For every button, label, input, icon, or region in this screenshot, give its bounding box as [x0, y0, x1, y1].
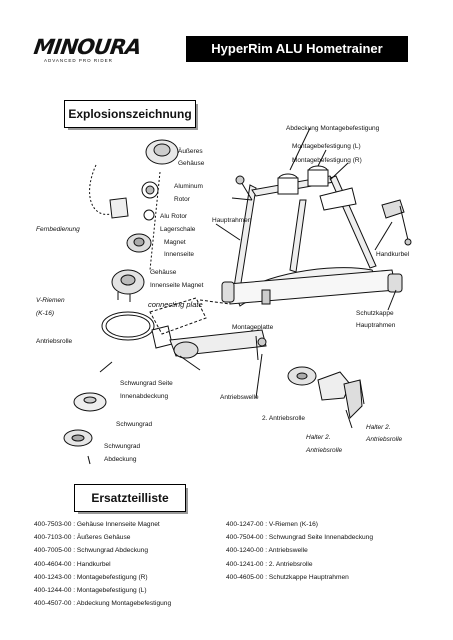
part-entry: 400-1241-00 : 2. Antriebsrolle: [226, 560, 313, 568]
parts-list-left: 400-7503-00 : Gehäuse Innenseite Magnet …: [34, 518, 171, 610]
exploded-diagram: [63, 127, 412, 465]
label-schwungrad-seite-line2: Innenabdeckung: [120, 393, 169, 400]
label-vriemen-line2: (K-16): [36, 310, 55, 317]
page-title: HyperRim ALU Hometrainer: [186, 36, 408, 62]
label-lagerschale-line2: Lagerschale: [160, 226, 196, 233]
label-abdeckung-montage: Abdeckung Montagebefestigung: [286, 125, 380, 132]
label-magnet-line2: Innenseite: [164, 251, 194, 258]
minoura-logo: MINOURA ADVANCED PRO RIDER: [32, 35, 154, 63]
label-schutzkappe-line1: Schutzkappe: [356, 310, 394, 317]
label-handkurbel: Handkurbel: [376, 251, 410, 258]
label-magnet-line1: Magnet: [164, 239, 186, 246]
label-montageplatte: Montageplatte: [232, 324, 274, 331]
part-entry: 400-1240-00 : Antriebswelle: [226, 547, 308, 555]
label-schwungrad-abdeckung-line1: Schwungrad: [104, 443, 141, 450]
label-antriebswelle: Antriebswelle: [220, 394, 259, 401]
part-entry: 400-7503-00 : Gehäuse Innenseite Magnet: [34, 521, 160, 528]
label-alu-rotor-line1: Aluminum: [174, 183, 203, 190]
label-antriebsrolle: Antriebsrolle: [36, 338, 73, 345]
part-entry: 400-4604-00 : Handkurbel: [34, 560, 111, 568]
part-entry: 400-7504-00 : Schwungrad Seite Innenabde…: [226, 534, 374, 542]
part-entry: 400-1243-00 : Montagebefestigung (R): [34, 573, 148, 581]
label-fernbedienung: Fernbedienung: [36, 226, 80, 233]
label-halter-b-line1: Halter 2.: [306, 434, 331, 441]
label-aeusseres-line1: Äußeres: [178, 148, 203, 155]
section-title-spare-parts: Ersatzteilliste: [74, 484, 186, 512]
part-entry: 400-1247-00 : V-Riemen (K-16): [226, 521, 318, 528]
label-halter-a-line2: Antriebsrolle: [366, 436, 403, 443]
label-schutzkappe-line2: Hauptrahmen: [356, 322, 396, 329]
part-entry: 400-7103-00 : Äußeres Gehäuse: [34, 534, 131, 542]
label-gehause-magnet-line1: Gehäuse: [150, 269, 177, 276]
label-schwungrad: Schwungrad: [116, 421, 153, 428]
label-zweite-antriebsrolle: 2. Antriebsrolle: [262, 415, 305, 422]
label-schwungrad-seite-line1: Schwungrad Seite: [120, 380, 173, 387]
label-halter-a-line1: Halter 2.: [366, 424, 391, 431]
part-entry: 400-7005-00 : Schwungrad Abdeckung: [34, 547, 149, 555]
label-lagerschale-line1: Alu Rotor: [160, 213, 188, 220]
part-entry: 400-1244-00 : Montagebefestigung (L): [34, 587, 147, 595]
label-halter-b-line2: Antriebsrolle: [306, 447, 343, 454]
logo-tagline: ADVANCED PRO RIDER: [44, 58, 113, 63]
label-montage-r: Montagebefestigung (R): [292, 157, 362, 164]
parts-list-right: 400-1247-00 : V-Riemen (K-16) 400-7504-0…: [226, 518, 373, 584]
label-hauptrahmen: Hauptrahmen: [212, 217, 252, 224]
label-vriemen-line1: V-Riemen: [36, 297, 65, 304]
label-connecting-plate: connecting plate: [148, 300, 203, 309]
part-entry: 400-4507-00 : Abdeckung Montagebefestigu…: [34, 600, 172, 608]
label-gehause-magnet-line2: Innenseite Magnet: [150, 282, 204, 289]
label-schwungrad-abdeckung-line2: Abdeckung: [104, 456, 137, 463]
label-aeusseres-line2: Gehäuse: [178, 160, 205, 167]
label-montage-l: Montagebefestigung (L): [292, 143, 361, 150]
part-entry: 400-4605-00 : Schutzkappe Hauptrahmen: [226, 573, 349, 581]
label-alu-rotor-line2: Rotor: [174, 196, 190, 203]
section-title-exploded-view: Explosionszeichnung: [64, 100, 196, 128]
